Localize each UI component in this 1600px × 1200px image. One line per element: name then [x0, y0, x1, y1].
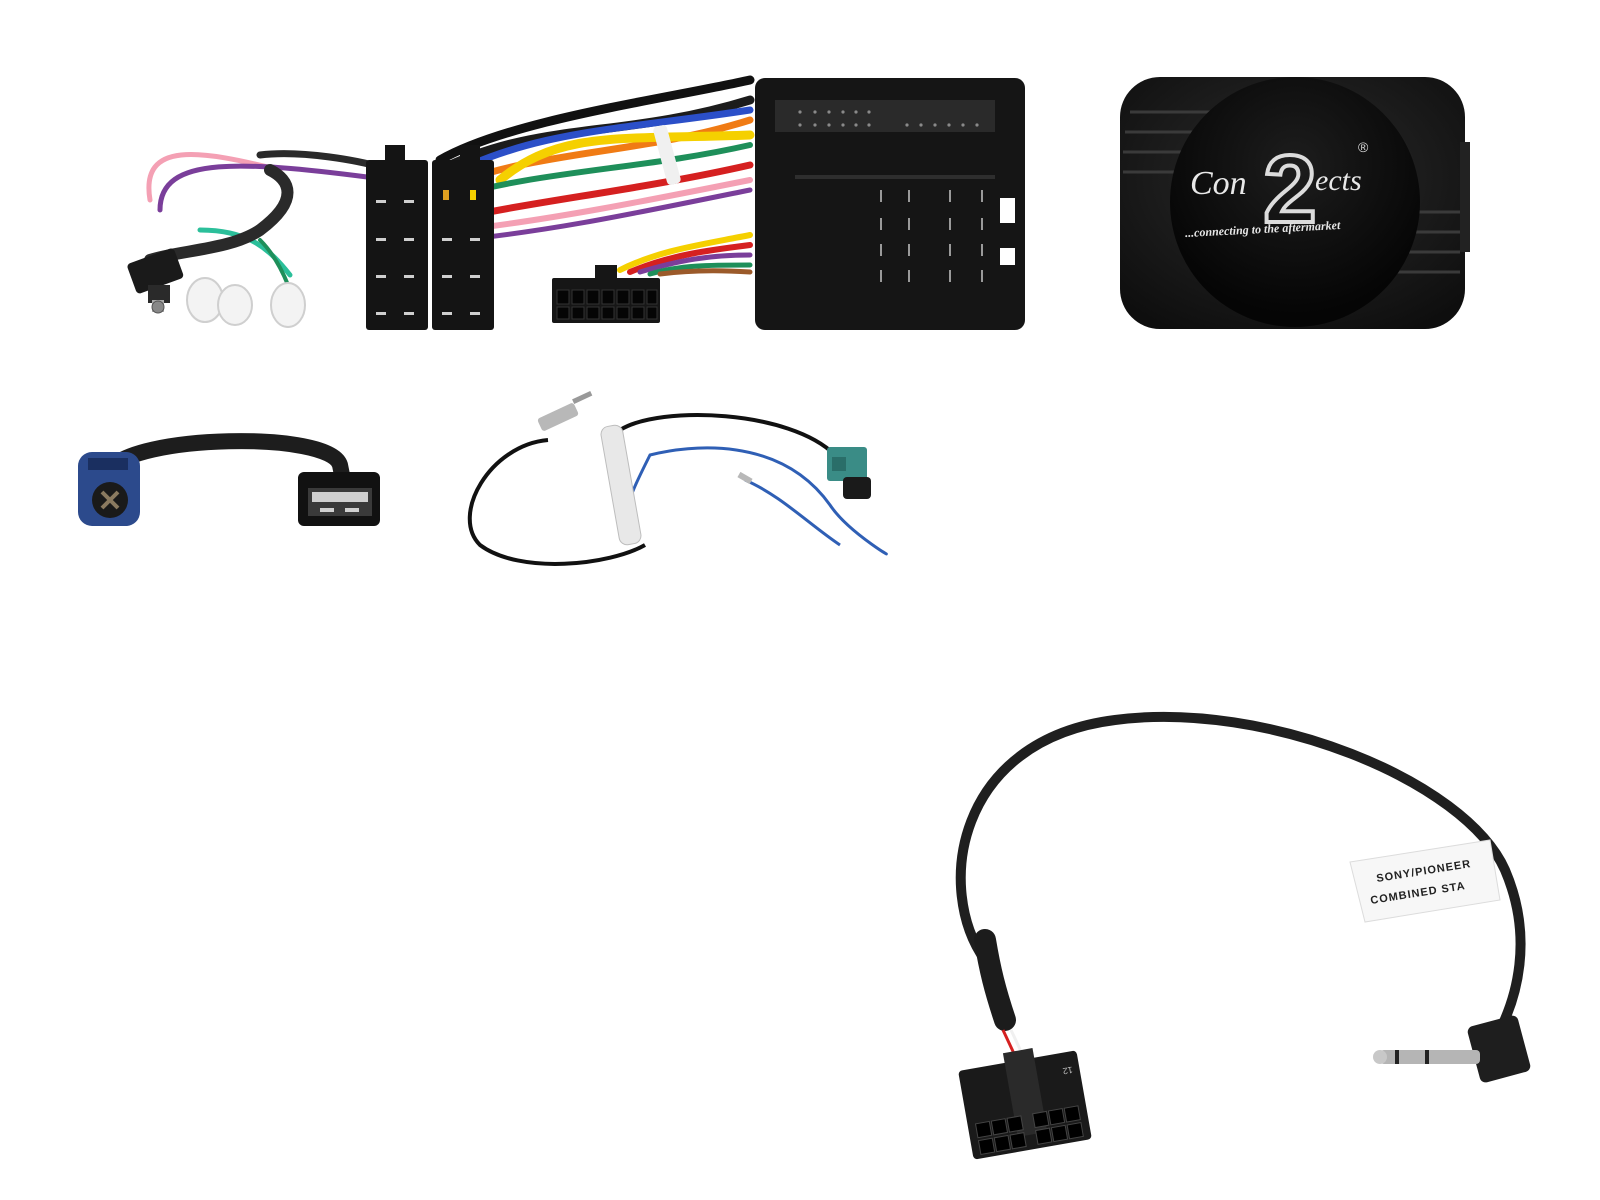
quadlock-connector [735, 70, 1035, 340]
stalk-cable [955, 711, 1526, 1035]
fakra-connector [827, 447, 871, 499]
amplifier-tube [600, 424, 642, 546]
stalk-lead-illustration: 12 SONY/PIONEER COMBINED STA [955, 711, 1531, 1160]
usb-adapter [70, 430, 390, 540]
interface-box: 2 Con ects ® ...connecting to the afterm… [1115, 72, 1475, 337]
logo-brand-left: Con [1190, 165, 1247, 202]
spade-pin [737, 471, 753, 485]
antenna-adapter-illustration [467, 390, 888, 566]
logo-numeral: 2 [1263, 136, 1316, 243]
cable-label-tag: SONY/PIONEER COMBINED STA [1349, 839, 1501, 923]
headunit-16pin-connector [552, 265, 660, 323]
logo-registered-mark: ® [1358, 139, 1369, 155]
right-angle-jack [1373, 1015, 1531, 1083]
spade-terminals [186, 277, 306, 328]
connector-number: 12 [1062, 1065, 1074, 1077]
antenna-adapter [460, 385, 900, 585]
antenna-black-cable [467, 438, 646, 566]
quadlock-illustration [755, 78, 1025, 330]
hsd-connector [78, 452, 140, 526]
din-plug [537, 390, 593, 431]
interface-box-body [1120, 77, 1470, 329]
molex-12pin-connector: 12 [958, 1048, 1092, 1160]
usb-a-plug [298, 472, 380, 526]
harness-illustration [127, 75, 755, 330]
brand-logo: 2 Con ects ® [1175, 132, 1425, 245]
iso-connector [366, 145, 494, 330]
logo-brand-right: ects [1315, 164, 1362, 197]
usb-adapter-illustration [78, 433, 380, 526]
audio-jack-plug [127, 248, 184, 314]
stalk-lead: 12 SONY/PIONEER COMBINED STA [925, 700, 1545, 1170]
patch-lead-harness [60, 60, 760, 350]
